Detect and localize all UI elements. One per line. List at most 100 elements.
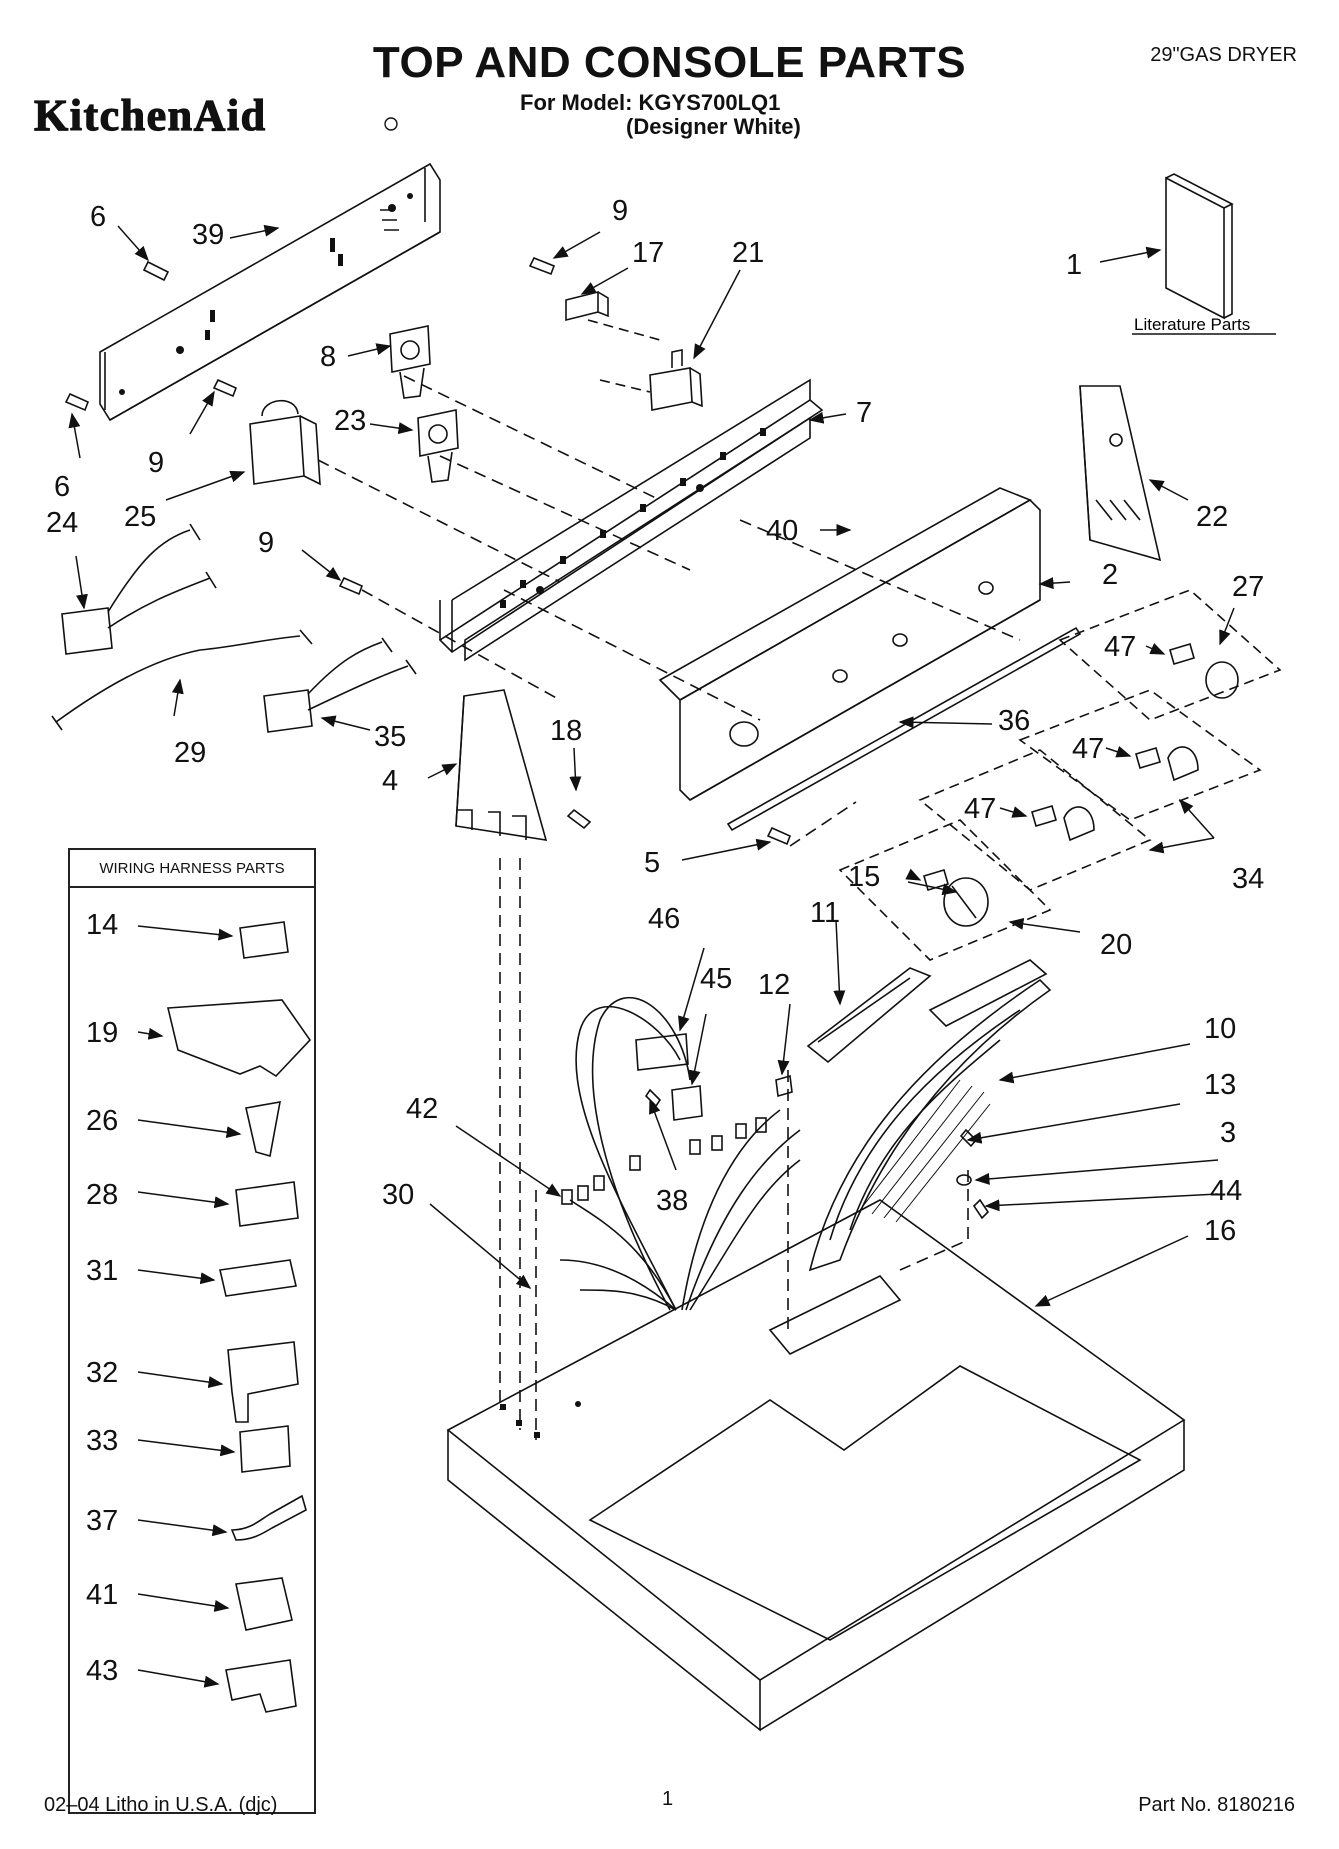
callout-33: 33 — [86, 1425, 118, 1457]
callout-27: 27 — [1232, 571, 1264, 603]
callout-30: 30 — [382, 1179, 414, 1211]
callout-26: 26 — [86, 1105, 118, 1137]
brand-logo: KitchenAid — [33, 90, 404, 143]
callout-5: 5 — [644, 847, 660, 879]
terminal-37-icon — [230, 1494, 307, 1541]
harness-part-icons — [167, 921, 312, 1713]
model-variant: (Designer White) — [626, 114, 801, 139]
callout-28: 28 — [86, 1179, 118, 1211]
callout-40: 40 — [766, 515, 798, 547]
part-23-switch — [417, 409, 459, 483]
brand-logo-text: KitchenAid — [34, 92, 267, 138]
clip-26-icon — [245, 1101, 281, 1158]
callout-36: 36 — [998, 705, 1030, 737]
callout-45: 45 — [700, 963, 732, 995]
callout-15: 15 — [848, 861, 880, 893]
part-11-lint-screen — [806, 967, 932, 1064]
callout-14: 14 — [86, 909, 118, 941]
connector-28-icon — [235, 1181, 299, 1227]
connector-19-icon — [167, 999, 312, 1078]
callout-4: 4 — [382, 765, 398, 797]
part-8-switch — [389, 325, 431, 399]
callout-44: 44 — [1210, 1175, 1242, 1207]
callout-34: 34 — [1232, 863, 1264, 895]
part-34-knob-group — [918, 689, 1262, 891]
callout-16: 16 — [1204, 1215, 1236, 1247]
callout-9a: 9 — [612, 195, 628, 227]
connector-32-icon — [227, 1341, 299, 1423]
connector-14-icon — [239, 921, 289, 959]
callout-2: 2 — [1102, 559, 1118, 591]
callout-43: 43 — [86, 1655, 118, 1687]
callout-25: 25 — [124, 501, 156, 533]
product-type: 29"GAS DRYER — [1150, 44, 1297, 66]
part-36-trim — [726, 626, 1082, 832]
wiring-harness-title: WIRING HARNESS PARTS — [70, 850, 314, 888]
part-3-washer — [956, 1174, 972, 1186]
part-17-relay — [565, 290, 609, 322]
callout-21: 21 — [732, 237, 764, 269]
callout-20: 20 — [1100, 929, 1132, 961]
callout-35: 35 — [374, 721, 406, 753]
part-21-switch — [649, 349, 703, 411]
part-39-panel-plate — [99, 162, 441, 422]
callout-6a: 6 — [90, 201, 106, 233]
part-number: Part No. 8180216 — [1138, 1794, 1295, 1816]
callout-38: 38 — [656, 1185, 688, 1217]
footer-litho: 02–04 Litho in U.S.A. (djc) — [44, 1794, 278, 1816]
callout-10: 10 — [1204, 1013, 1236, 1045]
callout-8: 8 — [320, 341, 336, 373]
callout-6b: 6 — [54, 471, 70, 503]
callout-47b: 47 — [1072, 733, 1104, 765]
callout-18: 18 — [550, 715, 582, 747]
part-29-wire — [51, 629, 313, 731]
part-7-bracket-rail — [438, 378, 824, 662]
part-12-clip — [775, 1074, 793, 1098]
callout-29: 29 — [174, 737, 206, 769]
callout-39: 39 — [192, 219, 224, 251]
callout-41: 41 — [86, 1579, 118, 1611]
connector-31-icon — [219, 1259, 297, 1297]
callout-23: 23 — [334, 405, 366, 437]
callout-17: 17 — [632, 237, 664, 269]
page-title: TOP AND CONSOLE PARTS — [372, 38, 967, 87]
part-42-main-harness — [559, 996, 801, 1311]
part-35-harness — [263, 637, 417, 733]
part-16-top-panel — [446, 1199, 1186, 1732]
callout-11: 11 — [810, 897, 840, 929]
connector-41-icon — [235, 1577, 293, 1631]
callout-47a: 47 — [1104, 631, 1136, 663]
part-46-clip — [635, 1033, 689, 1071]
part-2-console-panel — [658, 487, 1041, 801]
callout-9c: 9 — [258, 527, 274, 559]
callout-9b: 9 — [148, 447, 164, 479]
callout-1: 1 — [1066, 249, 1082, 281]
part-24-harness — [61, 523, 217, 655]
page-number: 1 — [662, 1788, 674, 1810]
callout-32: 32 — [86, 1357, 118, 1389]
connector-33-icon — [239, 1425, 291, 1473]
part-10-lint-housing — [808, 959, 1052, 1272]
callout-7: 7 — [856, 397, 872, 429]
callout-42: 42 — [406, 1093, 438, 1125]
wiring-harness-box: WIRING HARNESS PARTS — [68, 848, 316, 1814]
callout-19: 19 — [86, 1017, 118, 1049]
callout-12: 12 — [758, 969, 790, 1001]
part-4-end-cap — [455, 689, 548, 841]
callout-13: 13 — [1204, 1069, 1236, 1101]
part-45-bracket — [671, 1085, 703, 1121]
callout-3: 3 — [1220, 1117, 1236, 1149]
callout-47c: 47 — [964, 793, 996, 825]
literature-caption: Literature Parts — [1134, 315, 1250, 334]
callout-37: 37 — [86, 1505, 118, 1537]
part-22-end-cap — [1079, 385, 1162, 562]
model-number: For Model: KGYS700LQ1 — [520, 90, 781, 115]
callout-46: 46 — [648, 903, 680, 935]
literature-booklet — [1165, 176, 1225, 320]
callout-22: 22 — [1196, 501, 1228, 533]
connector-43-icon — [225, 1659, 297, 1713]
part-25-timer — [249, 399, 321, 486]
callout-24: 24 — [46, 507, 78, 539]
callout-31: 31 — [86, 1255, 118, 1287]
